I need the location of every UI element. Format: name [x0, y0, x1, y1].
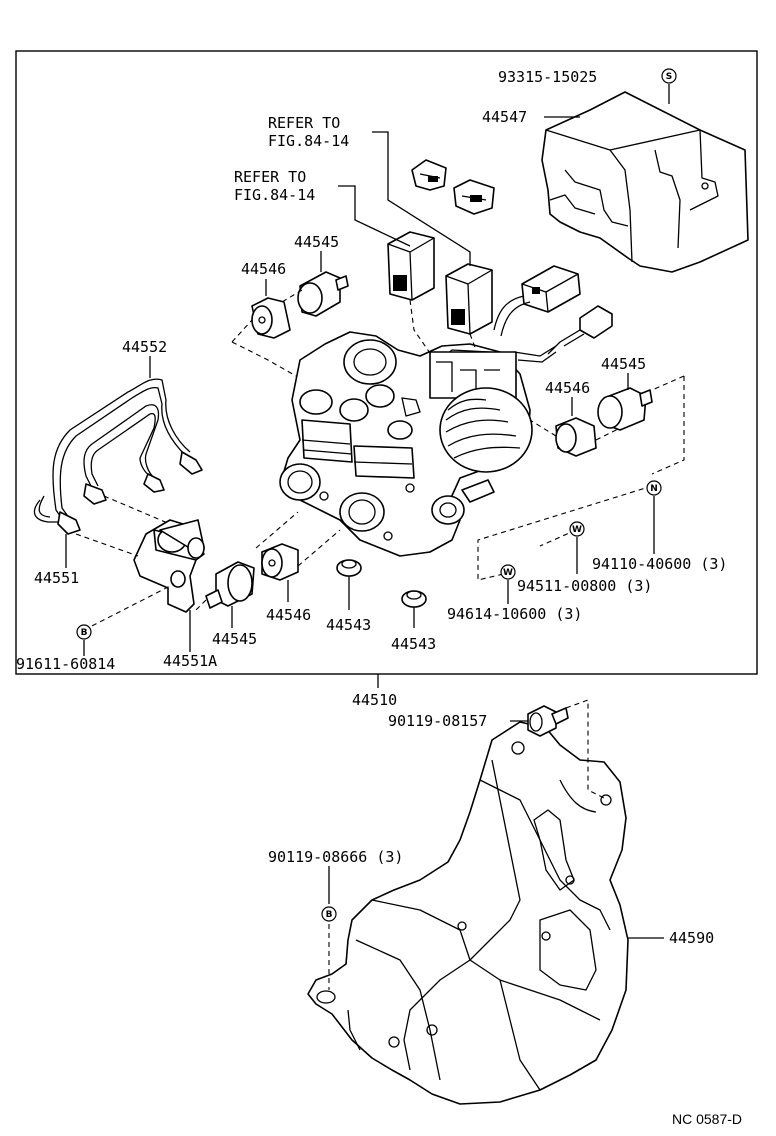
- label-44545-upper: 44545: [294, 233, 339, 251]
- filter-44546-upper: [251, 297, 291, 339]
- bracket-44551A: [133, 519, 205, 613]
- symbol-b-2: B: [321, 906, 337, 922]
- dashed-lines: [75, 289, 685, 990]
- filter-44546-right: [555, 417, 597, 457]
- symbol-s: S: [661, 68, 677, 84]
- label-refer-1-line2: FIG.84-14: [268, 132, 349, 150]
- label-44551: 44551: [34, 569, 79, 587]
- label-91611-60814: 91611-60814: [16, 655, 115, 673]
- svg-text:W: W: [572, 525, 582, 535]
- label-44510: 44510: [352, 691, 397, 709]
- plug-44545-right: [597, 387, 653, 431]
- label-93315-15025: 93315-15025: [498, 68, 597, 86]
- label-44552: 44552: [122, 338, 167, 356]
- label-refer-2-line2: FIG.84-14: [234, 186, 315, 204]
- label-44546-upper: 44546: [241, 260, 286, 278]
- svg-text:W: W: [503, 568, 513, 578]
- label-94614-10600: 94614-10600 (3): [447, 605, 582, 623]
- relay-right: [445, 263, 493, 335]
- label-44546-lower: 44546: [266, 606, 311, 624]
- label-44545-lower: 44545: [212, 630, 257, 648]
- label-90119-08157: 90119-08157: [388, 712, 487, 730]
- label-94110-40600: 94110-40600 (3): [592, 555, 727, 573]
- symbol-w-1: W: [569, 521, 585, 537]
- relay-clips: [411, 159, 495, 215]
- label-44543-b: 44543: [391, 635, 436, 653]
- symbol-w-2: W: [500, 564, 516, 580]
- footer-code: NC 0587-D: [672, 1111, 742, 1127]
- label-refer-1-line1: REFER TO: [268, 114, 340, 132]
- label-44551A: 44551A: [163, 652, 217, 670]
- label-refer-2-line1: REFER TO: [234, 168, 306, 186]
- label-44545-right: 44545: [601, 355, 646, 373]
- svg-text:B: B: [326, 910, 333, 920]
- actuator-body: [279, 331, 533, 557]
- relay-left: [387, 231, 435, 301]
- symbol-n: N: [646, 480, 662, 496]
- grommets-44543: [336, 559, 427, 608]
- filter-44546-lower: [261, 543, 299, 581]
- label-94511-00800: 94511-00800 (3): [517, 577, 652, 595]
- label-44546-right: 44546: [545, 379, 590, 397]
- bracket-44590: [307, 721, 629, 1105]
- plug-44545-lower: [205, 561, 255, 609]
- svg-text:S: S: [666, 72, 672, 82]
- plug-44545-upper: [297, 271, 349, 317]
- harness-connector: [493, 265, 613, 363]
- svg-text:B: B: [81, 628, 88, 638]
- svg-text:N: N: [650, 484, 658, 494]
- cover-44547: [541, 91, 749, 273]
- label-44590: 44590: [669, 929, 714, 947]
- leader-lines: [65, 84, 670, 939]
- assembly-frame: [15, 50, 758, 675]
- bolt-90119-08157: [527, 705, 569, 737]
- label-90119-08666: 90119-08666 (3): [268, 848, 403, 866]
- label-44547: 44547: [482, 108, 527, 126]
- symbol-b-1: B: [76, 624, 92, 640]
- brake-tubes-44552: [33, 378, 203, 535]
- label-44543-a: 44543: [326, 616, 371, 634]
